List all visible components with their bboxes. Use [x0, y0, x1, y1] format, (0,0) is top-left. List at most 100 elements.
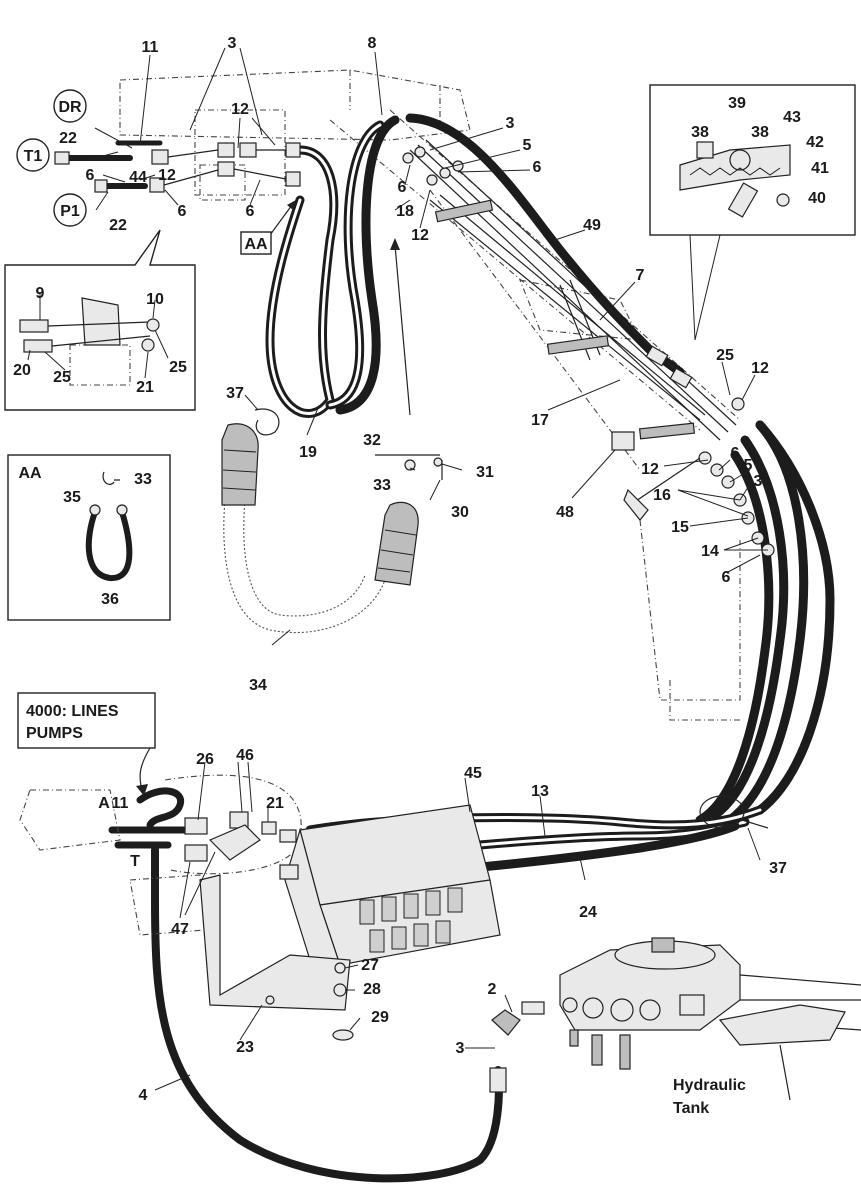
- callout-38-b: 38: [751, 124, 769, 141]
- callout-15: 15: [671, 519, 689, 536]
- callout-22-b: 22: [109, 217, 127, 234]
- callout-25-a: 25: [716, 347, 734, 364]
- inset-pipe-clamp: [649, 84, 856, 236]
- callout-36: 36: [101, 591, 119, 608]
- callout-5-b: 5: [744, 457, 753, 474]
- hose-49: [405, 113, 835, 815]
- callout-6-c: 6: [246, 203, 255, 220]
- clamp-37-lower: [699, 795, 769, 829]
- callout-32: 32: [363, 432, 381, 449]
- callout-25-c: 25: [169, 359, 187, 376]
- port-t-label: T: [130, 853, 140, 870]
- callout-6-f: 6: [731, 445, 740, 462]
- callout-44: 44: [129, 169, 147, 186]
- tank-label-line-1: Hydraulic: [673, 1077, 746, 1094]
- mounting-bracket-23: [199, 824, 354, 1041]
- callout-12-b: 12: [158, 167, 176, 184]
- callout-13: 13: [531, 783, 549, 800]
- callout-16: 16: [653, 487, 671, 504]
- callout-8: 8: [368, 35, 377, 52]
- callout-6-a: 6: [86, 167, 95, 184]
- port-a-label: A: [98, 795, 110, 812]
- pointer-arrows: [269, 200, 411, 416]
- callout-35: 35: [63, 489, 81, 506]
- callout-3-top: 3: [228, 35, 237, 52]
- bracket-48: [611, 431, 635, 451]
- callout-45: 45: [464, 765, 482, 782]
- callout-19: 19: [299, 444, 317, 461]
- callout-33-b: 33: [134, 471, 152, 488]
- circled-labels: DR T1 P1: [16, 89, 87, 227]
- tank-elbow-fittings: [489, 1001, 545, 1093]
- callout-6-d: 6: [533, 159, 542, 176]
- port-t1-label: T1: [24, 148, 43, 165]
- callout-3-d: 3: [456, 1040, 465, 1057]
- suction-hose-34: [221, 408, 419, 634]
- aa-view-tag: AA: [240, 231, 272, 255]
- callout-37-b: 37: [769, 860, 787, 877]
- callout-12-e: 12: [641, 461, 659, 478]
- tank-label-line-2: Tank: [673, 1100, 709, 1117]
- leader-lines: [27, 47, 768, 1091]
- callout-43: 43: [783, 109, 801, 126]
- callout-9: 9: [36, 285, 45, 302]
- callout-39: 39: [728, 95, 746, 112]
- boom-outline: [119, 69, 741, 721]
- callout-5-a: 5: [523, 137, 532, 154]
- valve-spools: [359, 887, 463, 953]
- callout-21-a: 21: [136, 379, 154, 396]
- tube-clamps: [434, 199, 696, 440]
- callout-6-e: 6: [398, 179, 407, 196]
- ground-strap: [375, 454, 443, 480]
- callout-2: 2: [488, 981, 497, 998]
- callout-12-c: 12: [411, 227, 429, 244]
- callout-23: 23: [236, 1039, 254, 1056]
- callout-21-b: 21: [266, 795, 284, 812]
- callout-24: 24: [579, 904, 597, 921]
- callout-6-g: 6: [722, 569, 731, 586]
- callout-10: 10: [146, 291, 164, 308]
- callout-28: 28: [363, 981, 381, 998]
- callout-42: 42: [806, 134, 824, 151]
- callout-4: 4: [139, 1087, 148, 1104]
- fittings-lower-boom: [623, 345, 775, 557]
- callout-3-b: 3: [506, 115, 515, 132]
- aa-view-label: AA: [244, 236, 268, 253]
- note-box: 4000: LINES PUMPS: [17, 692, 156, 749]
- manifold-fittings-top-left: [54, 109, 301, 201]
- port-dr-label: DR: [58, 99, 82, 116]
- callout-46: 46: [236, 747, 254, 764]
- callout-25-b: 25: [53, 369, 71, 386]
- callout-12-a: 12: [231, 101, 249, 118]
- inset-manifold-bracket: [4, 229, 196, 411]
- callout-22-a: 22: [59, 130, 77, 147]
- note-line-1: 4000: LINES: [26, 703, 119, 720]
- hose-pair-right: [695, 420, 809, 825]
- control-valve-bank: [19, 774, 501, 966]
- callout-18: 18: [396, 203, 414, 220]
- callout-29: 29: [371, 1009, 389, 1026]
- hydraulic-tank: [559, 937, 861, 1101]
- inset-aa-ground-strap: [7, 454, 171, 621]
- callout-20: 20: [13, 362, 31, 379]
- callout-41: 41: [811, 160, 829, 177]
- hose-4: [151, 846, 503, 1183]
- callout-26: 26: [196, 751, 214, 768]
- callout-6-b: 6: [178, 203, 187, 220]
- callout-30: 30: [451, 504, 469, 521]
- hose-19: [265, 115, 400, 418]
- inset-aa-title: AA: [18, 465, 42, 482]
- callout-48: 48: [556, 504, 574, 521]
- callout-7: 7: [636, 267, 645, 284]
- callout-34: 34: [249, 677, 267, 694]
- callout-49: 49: [583, 217, 601, 234]
- callout-37-a: 37: [226, 385, 244, 402]
- callout-33-a: 33: [373, 477, 391, 494]
- callout-11-top: 11: [142, 39, 159, 56]
- callout-3-c: 3: [754, 473, 763, 490]
- port-p1-label: P1: [60, 203, 80, 220]
- note-line-2: PUMPS: [26, 725, 83, 742]
- callout-27: 27: [361, 957, 379, 974]
- callout-47: 47: [171, 921, 189, 938]
